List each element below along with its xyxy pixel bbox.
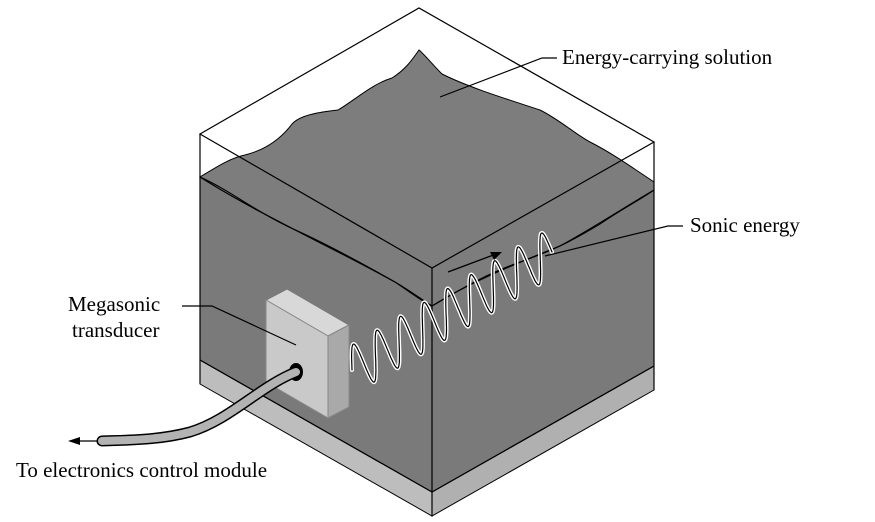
transducer-label-line2: transducer (72, 318, 159, 342)
transducer-leader (182, 305, 297, 346)
transducer-cable (96, 366, 302, 447)
megasonic-transducer (264, 288, 351, 419)
sonic-energy-label: Sonic energy (690, 213, 800, 237)
tank-outline (198, 7, 656, 516)
solution-label: Energy-carrying solution (562, 45, 773, 69)
transducer-label-line1: Megasonic (68, 292, 160, 316)
sonic-leader (544, 225, 683, 257)
leader-lines (182, 57, 683, 346)
sonic-wave-core (351, 232, 553, 383)
sonic-direction-arrow (447, 252, 502, 273)
control-module-arrow (68, 437, 98, 445)
control-module-label: To electronics control module (16, 458, 267, 482)
solution-leader (439, 57, 557, 98)
